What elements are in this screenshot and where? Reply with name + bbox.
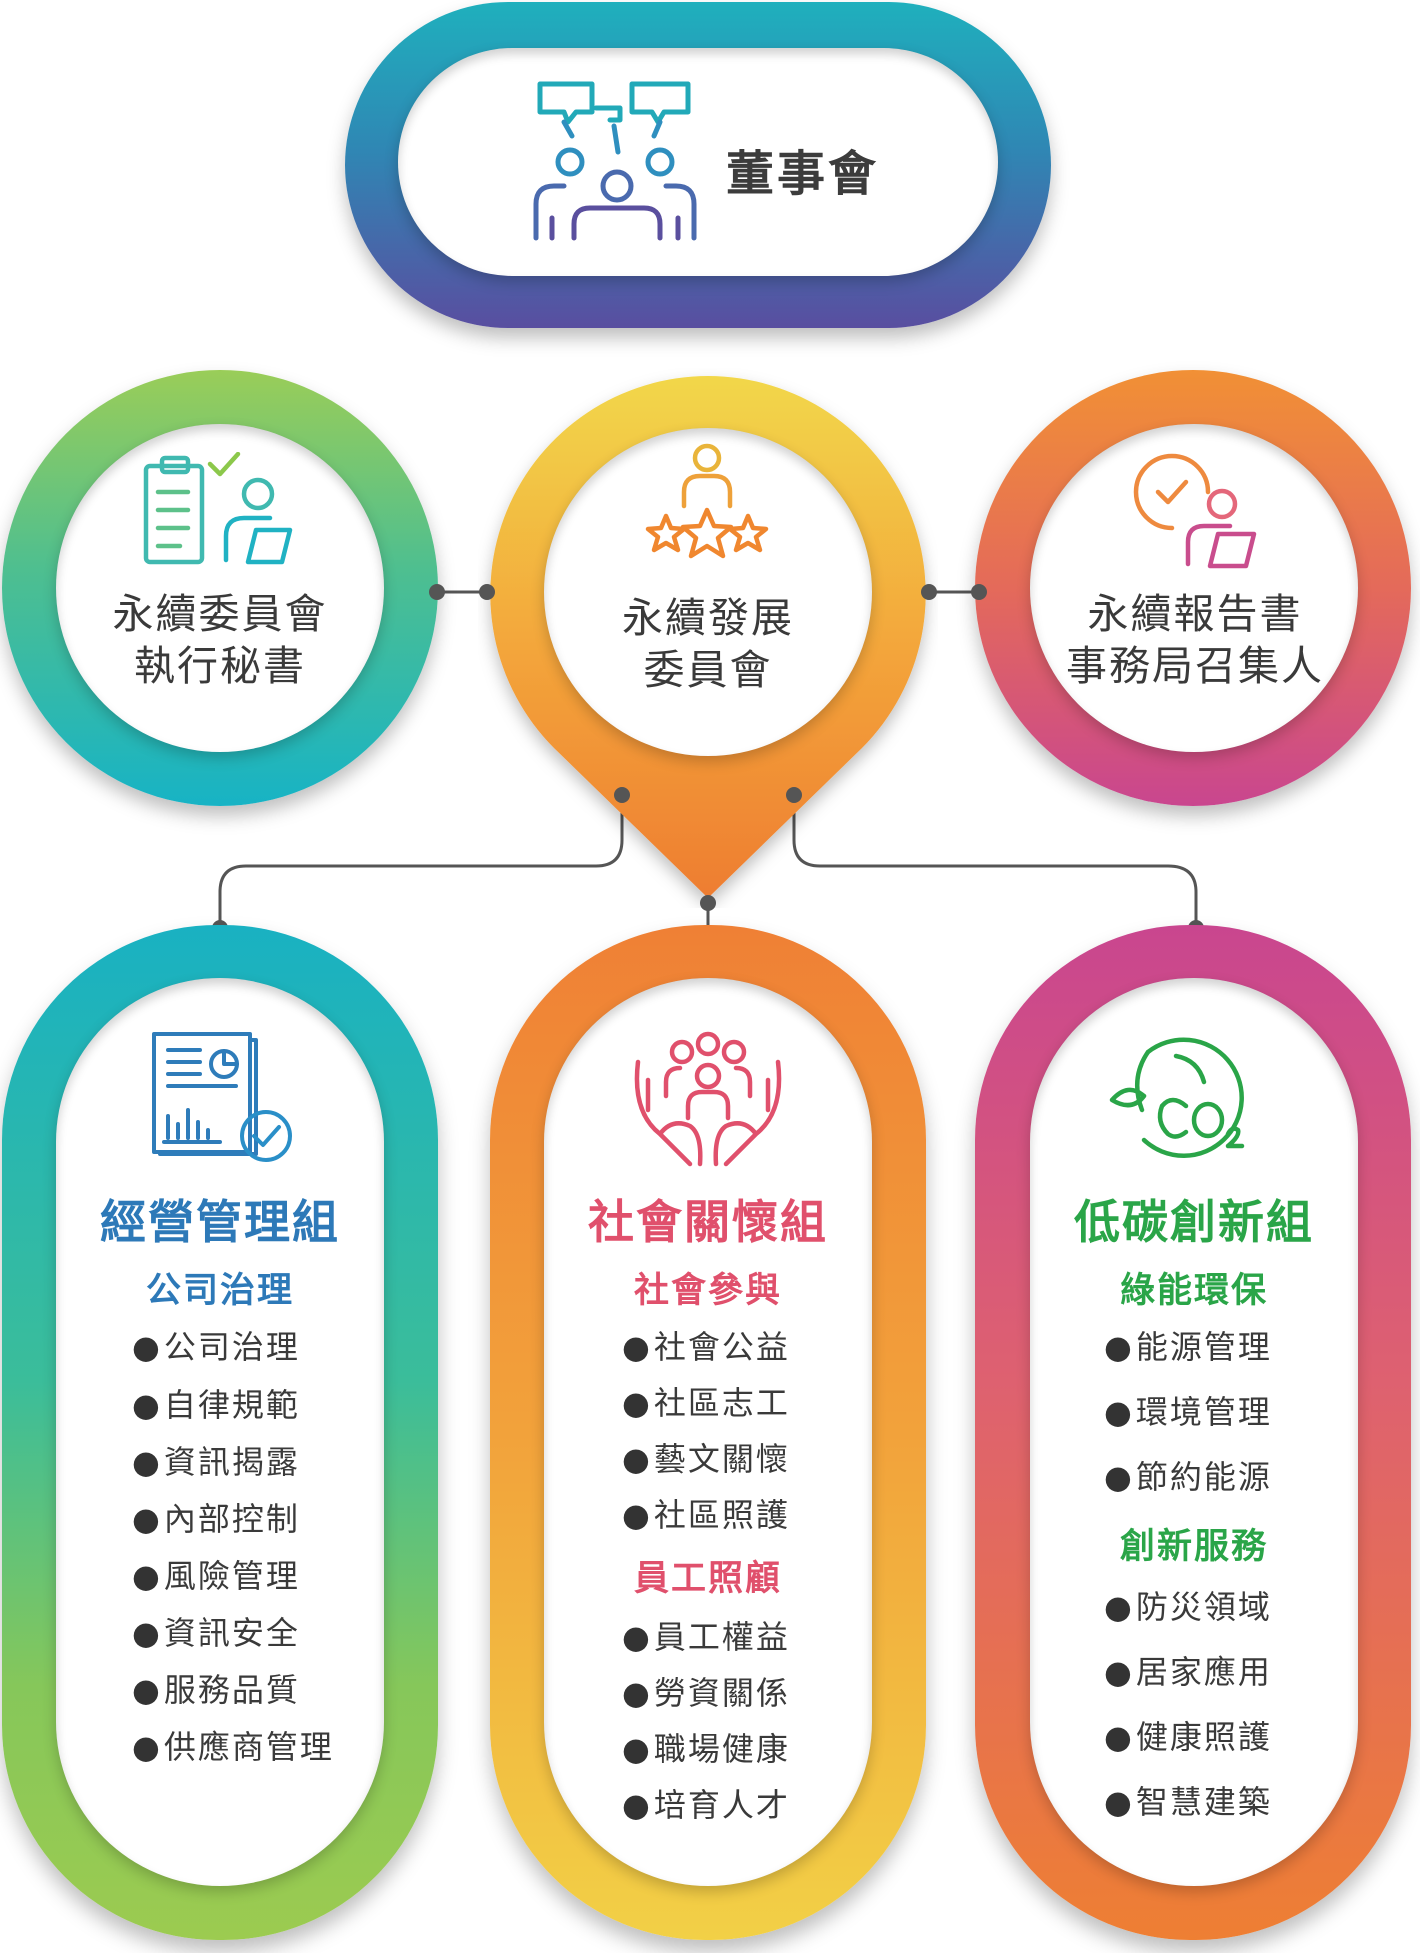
list-item: 內部控制 — [132, 1494, 300, 1540]
list-item: 員工權益 — [622, 1612, 790, 1658]
list-item: 智慧建築 — [1104, 1777, 1272, 1823]
connector-dot — [429, 584, 445, 600]
board-title: 董事會 — [726, 146, 880, 202]
list-item: 供應商管理 — [132, 1722, 334, 1768]
team-business-management-category: 公司治理 — [145, 1271, 294, 1311]
connector-dot — [479, 584, 495, 600]
board-pill — [398, 48, 998, 276]
list-item: 公司治理 — [132, 1322, 300, 1368]
team-social-care-category-2: 員工照顧 — [633, 1559, 782, 1599]
list-item: 職場健康 — [622, 1724, 790, 1770]
list-item: 培育人才 — [622, 1780, 790, 1826]
team-social-care-category-1: 社會參與 — [633, 1271, 782, 1311]
clipboard-checklist-person-icon — [143, 452, 293, 565]
person-stars-icon — [645, 443, 769, 559]
team-business-management-title: 經營管理組 — [100, 1195, 340, 1249]
list-item: 居家應用 — [1104, 1647, 1272, 1693]
list-item: 防災領域 — [1104, 1582, 1272, 1628]
connector-dot — [700, 895, 716, 911]
team-social-care-title: 社會關懷組 — [588, 1195, 828, 1249]
team-low-carbon-category-1: 綠能環保 — [1119, 1271, 1268, 1311]
list-item: 環境管理 — [1104, 1387, 1272, 1433]
list-item: 健康照護 — [1104, 1712, 1272, 1758]
team-low-carbon-title: 低碳創新組 — [1074, 1195, 1314, 1249]
list-item: 社會公益 — [622, 1322, 790, 1368]
list-item: 藝文關懷 — [622, 1434, 790, 1480]
connector-dot — [921, 584, 937, 600]
list-item: 資訊揭露 — [132, 1437, 300, 1483]
list-item: 服務品質 — [132, 1665, 300, 1711]
committee-circle — [544, 428, 872, 756]
report-document-check-icon — [152, 1032, 292, 1162]
executive-secretary-label: 永續委員會 執行秘書 — [112, 590, 328, 690]
person-check-icon — [1133, 453, 1257, 569]
list-item: 社區志工 — [622, 1378, 790, 1424]
committee-label: 永續發展 委員會 — [622, 594, 794, 694]
list-item: 節約能源 — [1104, 1452, 1272, 1498]
hands-holding-people-icon — [634, 1031, 782, 1167]
list-item: 勞資關係 — [622, 1668, 790, 1714]
list-item: 自律規範 — [132, 1380, 300, 1426]
report-convener-circle — [1030, 424, 1358, 752]
report-convener-label: 永續報告書 事務局召集人 — [1066, 590, 1324, 690]
connector-dot — [971, 584, 987, 600]
co2-leaf-icon — [1109, 1037, 1245, 1158]
team-low-carbon-category-2: 創新服務 — [1119, 1527, 1268, 1567]
connector-dot — [786, 787, 802, 803]
meeting-people-icon — [533, 81, 697, 241]
connector-dot — [614, 787, 630, 803]
executive-secretary-circle — [56, 424, 384, 752]
list-item: 風險管理 — [132, 1551, 300, 1597]
list-item: 資訊安全 — [132, 1608, 300, 1654]
list-item: 能源管理 — [1104, 1322, 1272, 1368]
list-item: 社區照護 — [622, 1490, 790, 1536]
